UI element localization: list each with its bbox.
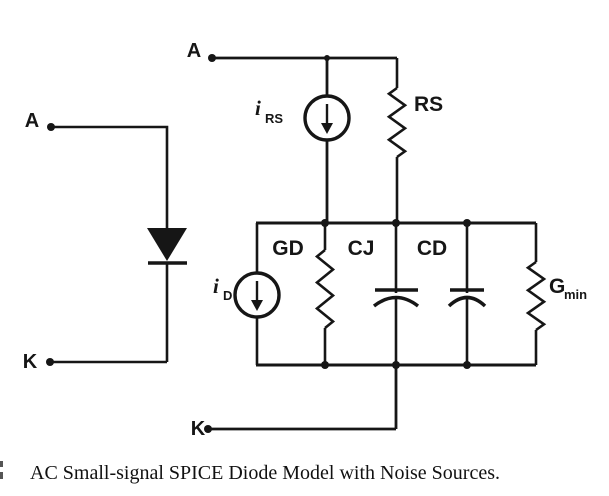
id-label-subscript: D	[223, 288, 232, 303]
capacitor-cj-bottom-plate	[372, 295, 420, 308]
gmin-label-symbol: G	[549, 275, 565, 298]
diode-anode-label: A	[25, 110, 39, 132]
model-cathode-label: K	[191, 418, 206, 440]
diode-symbol-section: A K	[23, 110, 187, 373]
irs-label-symbol: i	[255, 96, 261, 120]
id-label-symbol: i	[213, 274, 219, 298]
resistor-gmin-zigzag	[525, 260, 547, 332]
diode-triangle-icon	[147, 228, 187, 261]
anode-wire	[51, 125, 169, 228]
irs-arrow-down-icon	[321, 123, 333, 134]
resistor-rs-label: RS	[414, 93, 443, 116]
capacitor-cj-label: CJ	[348, 237, 375, 260]
spice-model-section: A i RS RS	[187, 40, 587, 440]
model-anode-label: A	[187, 40, 201, 62]
resistor-gd-zigzag	[314, 248, 336, 330]
diode-cathode-label: K	[23, 351, 38, 373]
irs-label-subscript: RS	[265, 111, 283, 126]
gmin-label-subscript: min	[564, 287, 587, 302]
figure-caption: AC Small-signal SPICE Diode Model with N…	[30, 462, 500, 484]
conductance-gd-label: GD	[272, 237, 304, 260]
cathode-terminal-dot	[46, 358, 54, 366]
resistor-rs-zigzag	[386, 86, 408, 159]
capacitor-cd-bottom-plate	[447, 295, 487, 308]
model-cathode-dot	[204, 425, 212, 433]
page-edge-artifact	[0, 461, 3, 479]
capacitor-cd-label: CD	[417, 237, 447, 260]
id-arrow-down-icon	[251, 300, 263, 311]
